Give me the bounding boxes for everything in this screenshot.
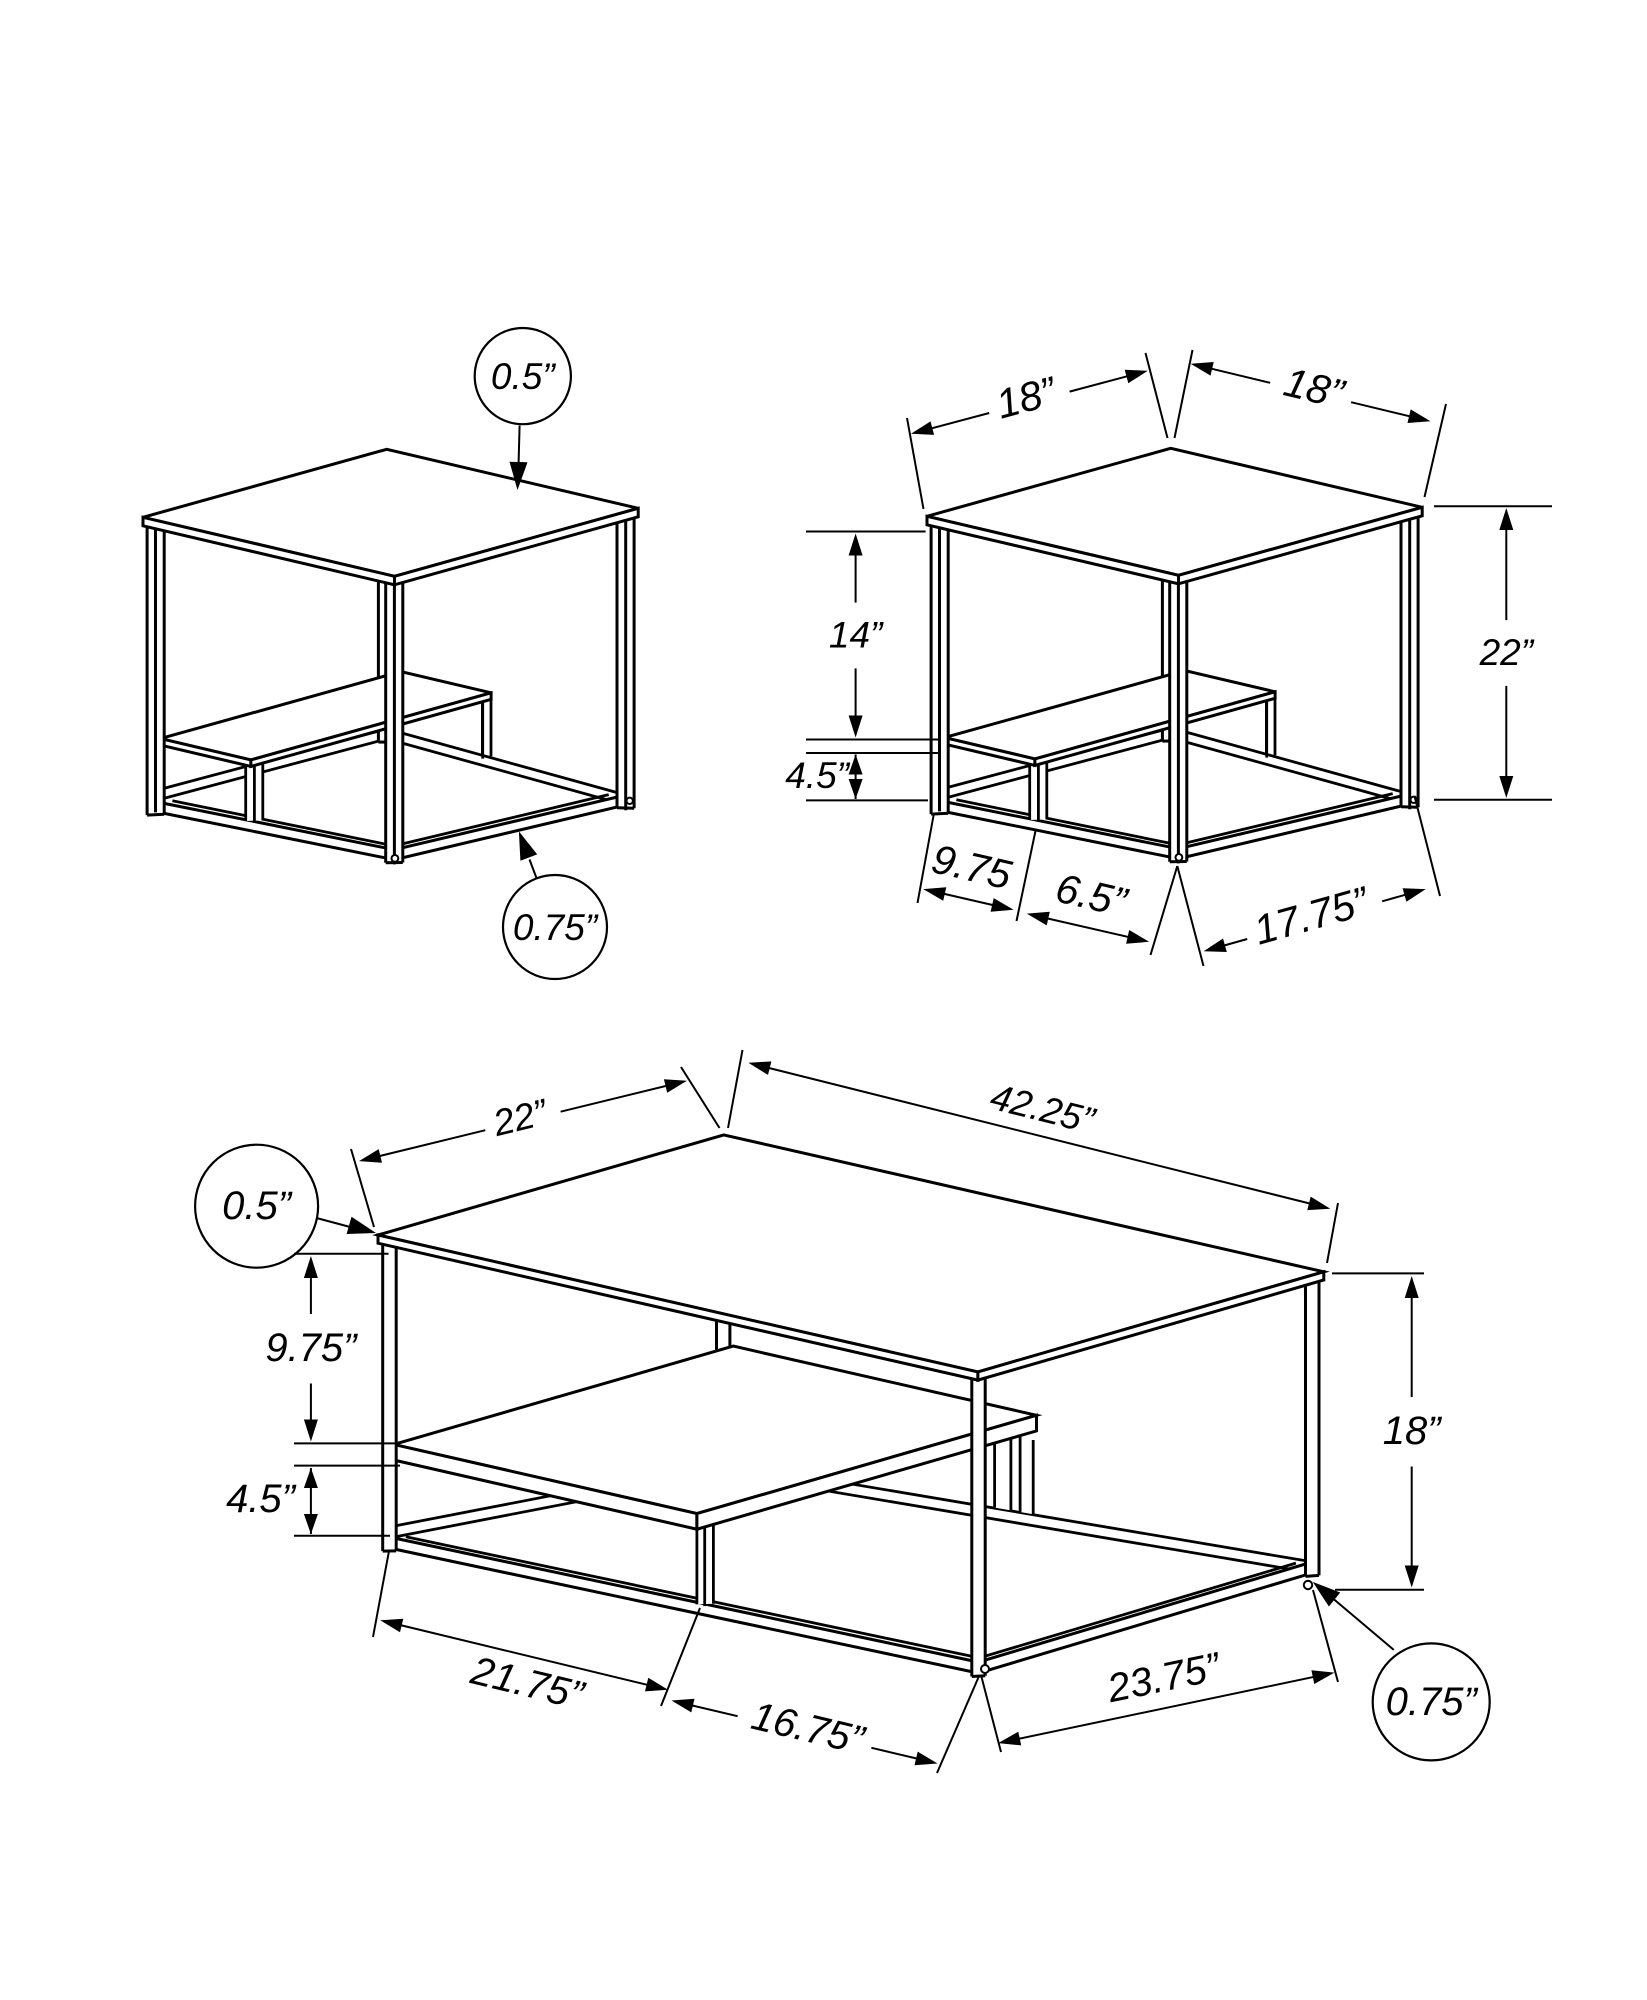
svg-text:9.75”: 9.75” bbox=[265, 1326, 358, 1370]
svg-text:22”: 22” bbox=[488, 1091, 552, 1144]
svg-text:21.75”: 21.75” bbox=[466, 1648, 589, 1718]
svg-text:0.75”: 0.75” bbox=[1386, 1680, 1479, 1724]
svg-text:4.5”: 4.5” bbox=[785, 755, 850, 796]
svg-text:6.5”: 6.5” bbox=[1051, 865, 1132, 926]
svg-text:16.75”: 16.75” bbox=[747, 1694, 869, 1763]
svg-text:42.25”: 42.25” bbox=[986, 1076, 1099, 1142]
svg-text:22”: 22” bbox=[1479, 632, 1535, 673]
svg-text:0.75”: 0.75” bbox=[513, 907, 599, 948]
svg-text:14”: 14” bbox=[829, 615, 884, 656]
svg-text:18”: 18” bbox=[991, 367, 1062, 427]
svg-text:0.5”: 0.5” bbox=[491, 356, 556, 397]
svg-text:0.5”: 0.5” bbox=[222, 1184, 293, 1228]
svg-text:17.75”: 17.75” bbox=[1249, 877, 1376, 953]
svg-text:23.75”: 23.75” bbox=[1103, 1645, 1226, 1712]
svg-text:4.5”: 4.5” bbox=[226, 1477, 297, 1521]
svg-text:18”: 18” bbox=[1383, 1409, 1442, 1453]
svg-text:18”: 18” bbox=[1280, 359, 1351, 418]
